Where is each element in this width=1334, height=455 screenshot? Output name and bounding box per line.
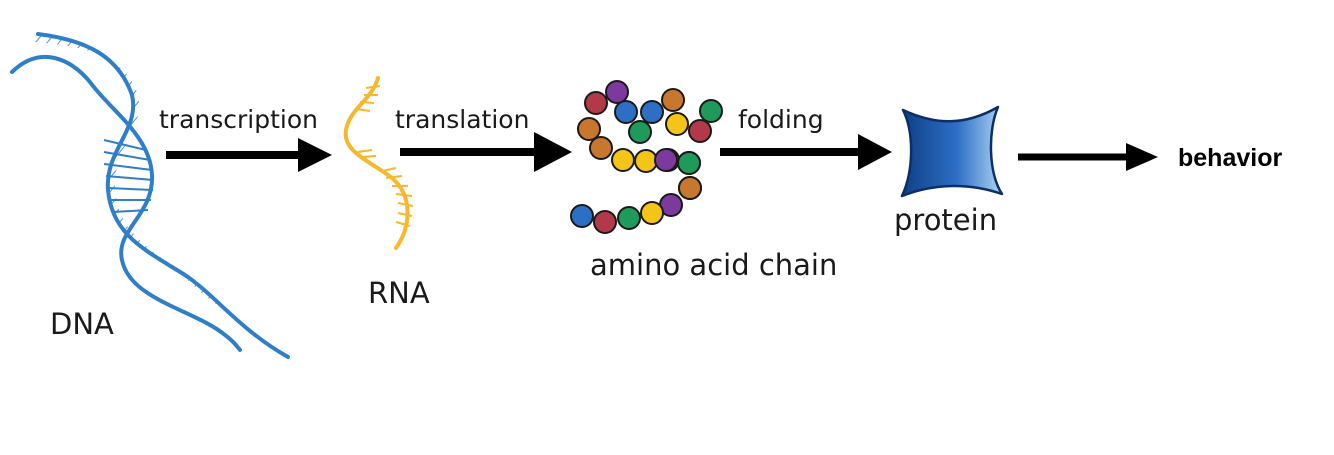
amino-acid-bead <box>584 91 608 115</box>
amino-acid-bead <box>640 100 664 124</box>
amino-acid-bead <box>589 136 613 160</box>
amino-acid-chain-label: amino acid chain <box>590 248 837 282</box>
amino-acid-bead <box>617 206 641 230</box>
amino-acid-bead <box>628 120 652 144</box>
amino-acid-bead <box>678 176 702 200</box>
amino-acid-bead <box>614 100 638 124</box>
amino-acid-bead <box>661 88 685 112</box>
amino-acid-bead <box>611 148 635 172</box>
amino-acid-bead <box>665 112 689 136</box>
translation-arrow <box>400 132 572 172</box>
amino-acid-bead <box>634 149 658 173</box>
protein-label: protein <box>894 203 997 237</box>
amino-acid-bead <box>570 204 594 228</box>
behavior-label: behavior <box>1178 144 1282 172</box>
transcription-label: transcription <box>159 105 318 134</box>
folding-label: folding <box>738 105 824 134</box>
amino-acid-bead <box>654 148 678 172</box>
dna-helix-icon <box>10 32 290 359</box>
amino-acid-bead <box>677 151 701 175</box>
amino-acid-bead <box>688 119 712 143</box>
folding-arrow <box>720 134 892 170</box>
amino-acid-bead <box>640 201 664 225</box>
amino-acid-bead <box>593 210 617 234</box>
rna-strand-icon <box>343 76 414 250</box>
amino-acid-bead <box>577 117 601 141</box>
amino-acid-bead <box>699 99 723 123</box>
dna-label: DNA <box>50 307 114 341</box>
translation-label: translation <box>395 105 529 134</box>
rna-label: RNA <box>368 276 430 310</box>
amino-acid-chain-icon <box>570 80 723 234</box>
amino-acid-bead <box>605 80 629 104</box>
transcription-arrow <box>166 138 332 172</box>
protein-icon <box>900 105 1004 198</box>
behavior-arrow <box>1018 143 1158 171</box>
